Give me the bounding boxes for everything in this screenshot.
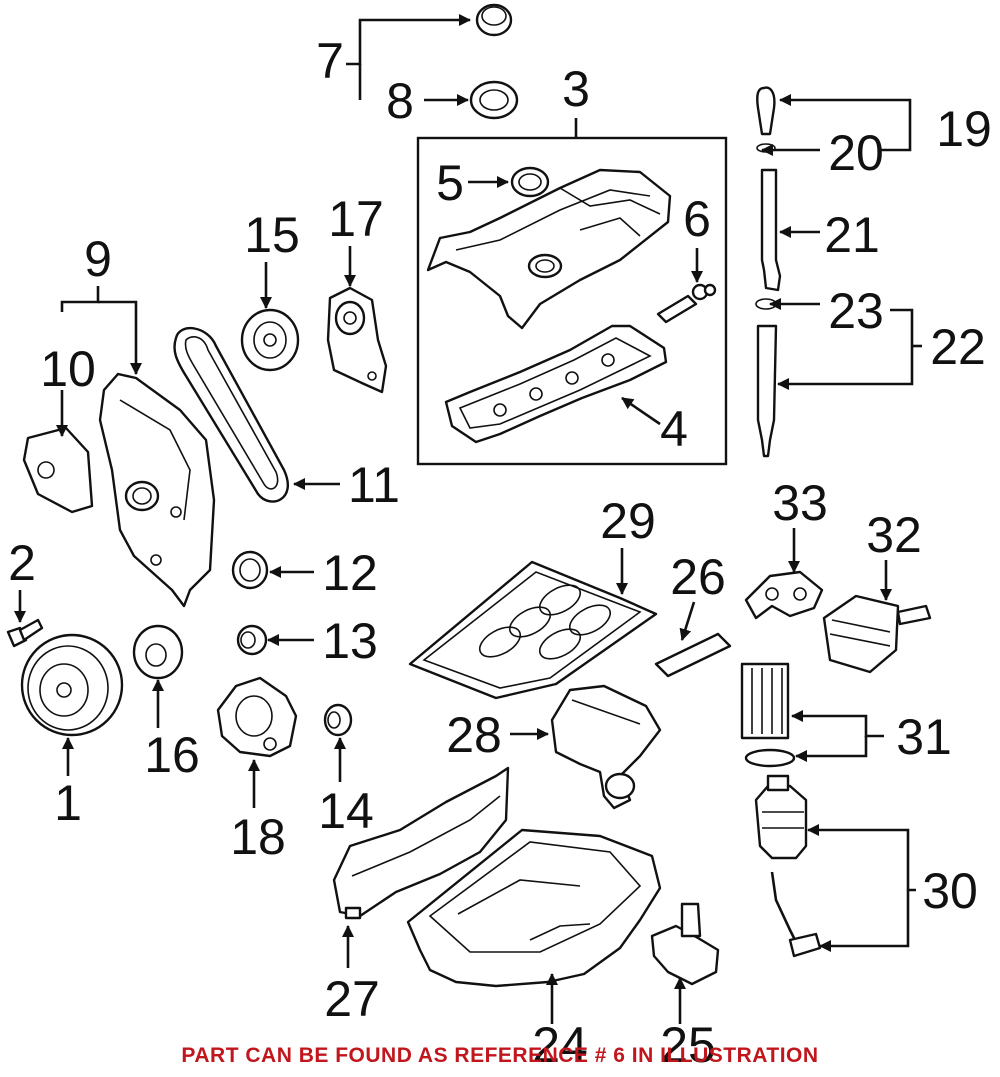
callout-22: 22 [930, 319, 986, 375]
part-33-bracket [744, 570, 824, 620]
callout-21: 21 [824, 207, 880, 263]
callout-15: 15 [244, 207, 300, 263]
callout-16: 16 [144, 727, 200, 783]
callout-28: 28 [446, 707, 502, 763]
leader-lines [14, 14, 922, 1024]
callout-1: 1 [54, 775, 82, 831]
part-14-bushing [323, 703, 353, 737]
callout-27: 27 [324, 971, 380, 1027]
part-9-timing-cover [98, 372, 216, 608]
callout-31: 31 [896, 709, 952, 765]
callout-32: 32 [866, 507, 922, 563]
part-17-tensioner [326, 286, 388, 394]
part-16-sprocket [132, 624, 184, 680]
callout-14: 14 [318, 783, 374, 839]
callout-29: 29 [600, 493, 656, 549]
callout-23: 23 [828, 283, 884, 339]
part-2-bolt [6, 618, 44, 648]
callout-4: 4 [660, 401, 688, 457]
reference-note: PART CAN BE FOUND AS REFERENCE # 6 IN IL… [181, 1044, 819, 1067]
part-15-pulley [240, 308, 300, 372]
callout-24: 24 [532, 1017, 588, 1073]
callout-8: 8 [386, 73, 414, 129]
callout-19: 19 [936, 101, 992, 157]
callout-7: 7 [316, 33, 344, 89]
callout-10: 10 [40, 341, 96, 397]
part-28-oil-pump [550, 684, 662, 810]
part-12-idler [231, 550, 269, 590]
callout-9: 9 [84, 231, 112, 287]
part-11-timing-belt [173, 326, 290, 503]
part-30-filter-housing [754, 774, 822, 958]
part-18-pump [216, 676, 298, 758]
part-19-dipstick [755, 86, 782, 458]
part-3-valve-cover [426, 168, 672, 330]
callout-12: 12 [322, 545, 378, 601]
part-5-seal [510, 166, 550, 198]
part-6-sensor [656, 283, 717, 324]
callout-13: 13 [322, 613, 378, 669]
callout-33: 33 [772, 475, 828, 531]
part-32-oil-cooler [822, 594, 932, 674]
part-4-gasket [444, 324, 668, 444]
callout-labels: 3 7 8 5 6 4 9 10 15 17 11 12 13 14 2 1 1… [8, 33, 992, 1073]
callout-25: 25 [660, 1017, 716, 1073]
part-26-tube [654, 632, 732, 678]
callout-5: 5 [436, 155, 464, 211]
part-29-windage-tray [408, 560, 658, 700]
callout-18: 18 [230, 809, 286, 865]
callout-17: 17 [328, 191, 384, 247]
callout-26: 26 [670, 549, 726, 605]
part-10-cover-plate [22, 426, 94, 514]
callout-3: 3 [562, 61, 590, 117]
part-25-pickup [650, 902, 720, 986]
callout-20: 20 [828, 125, 884, 181]
callout-30: 30 [922, 863, 978, 919]
part-13-bushing [236, 624, 268, 656]
part-1-crank-pulley [20, 633, 124, 737]
part-8-washer [469, 80, 519, 120]
part-24-oil-pan [406, 828, 662, 988]
part-7-cap [475, 3, 513, 37]
callout-6: 6 [683, 191, 711, 247]
part-31-filter [740, 662, 796, 768]
part-27-shield [332, 766, 510, 920]
callout-11: 11 [348, 457, 400, 513]
callout-2: 2 [8, 535, 36, 591]
valve-cover-group-box [416, 118, 728, 466]
